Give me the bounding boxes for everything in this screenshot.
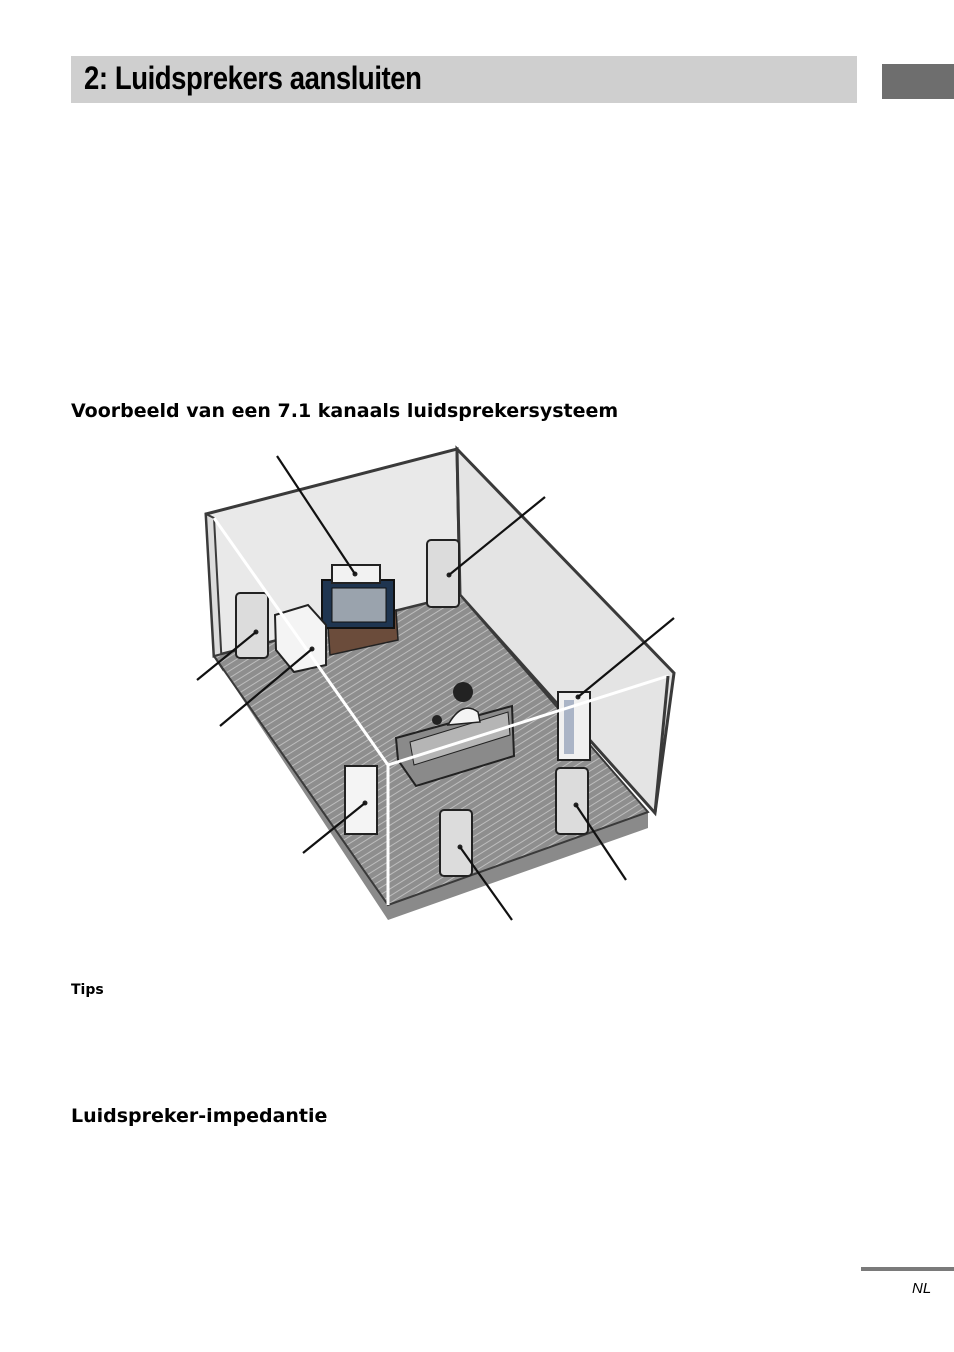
page-title: 2: Luidsprekers aansluiten — [84, 60, 422, 96]
surround-back-speaker — [439, 809, 473, 877]
language-code: NL — [912, 1280, 932, 1297]
home-theater-room-illustration — [196, 445, 676, 921]
footer-rule — [861, 1267, 954, 1271]
surround-back-left-speaker — [344, 765, 378, 835]
room-shadow — [222, 652, 648, 920]
section-edge-tab — [882, 64, 954, 99]
page-title-bar: 2: Luidsprekers aansluiten — [71, 56, 857, 103]
tips-heading: Tips — [71, 982, 104, 998]
example-heading: Voorbeeld van een 7.1 kanaals luidspreke… — [71, 400, 619, 422]
callout-lines — [196, 455, 675, 921]
front-left-speaker — [235, 592, 269, 659]
front-right-speaker — [426, 539, 460, 608]
person-head — [453, 682, 473, 702]
surround-back-right-speaker — [555, 767, 589, 835]
impedance-heading: Luidspreker-impedantie — [71, 1105, 328, 1127]
